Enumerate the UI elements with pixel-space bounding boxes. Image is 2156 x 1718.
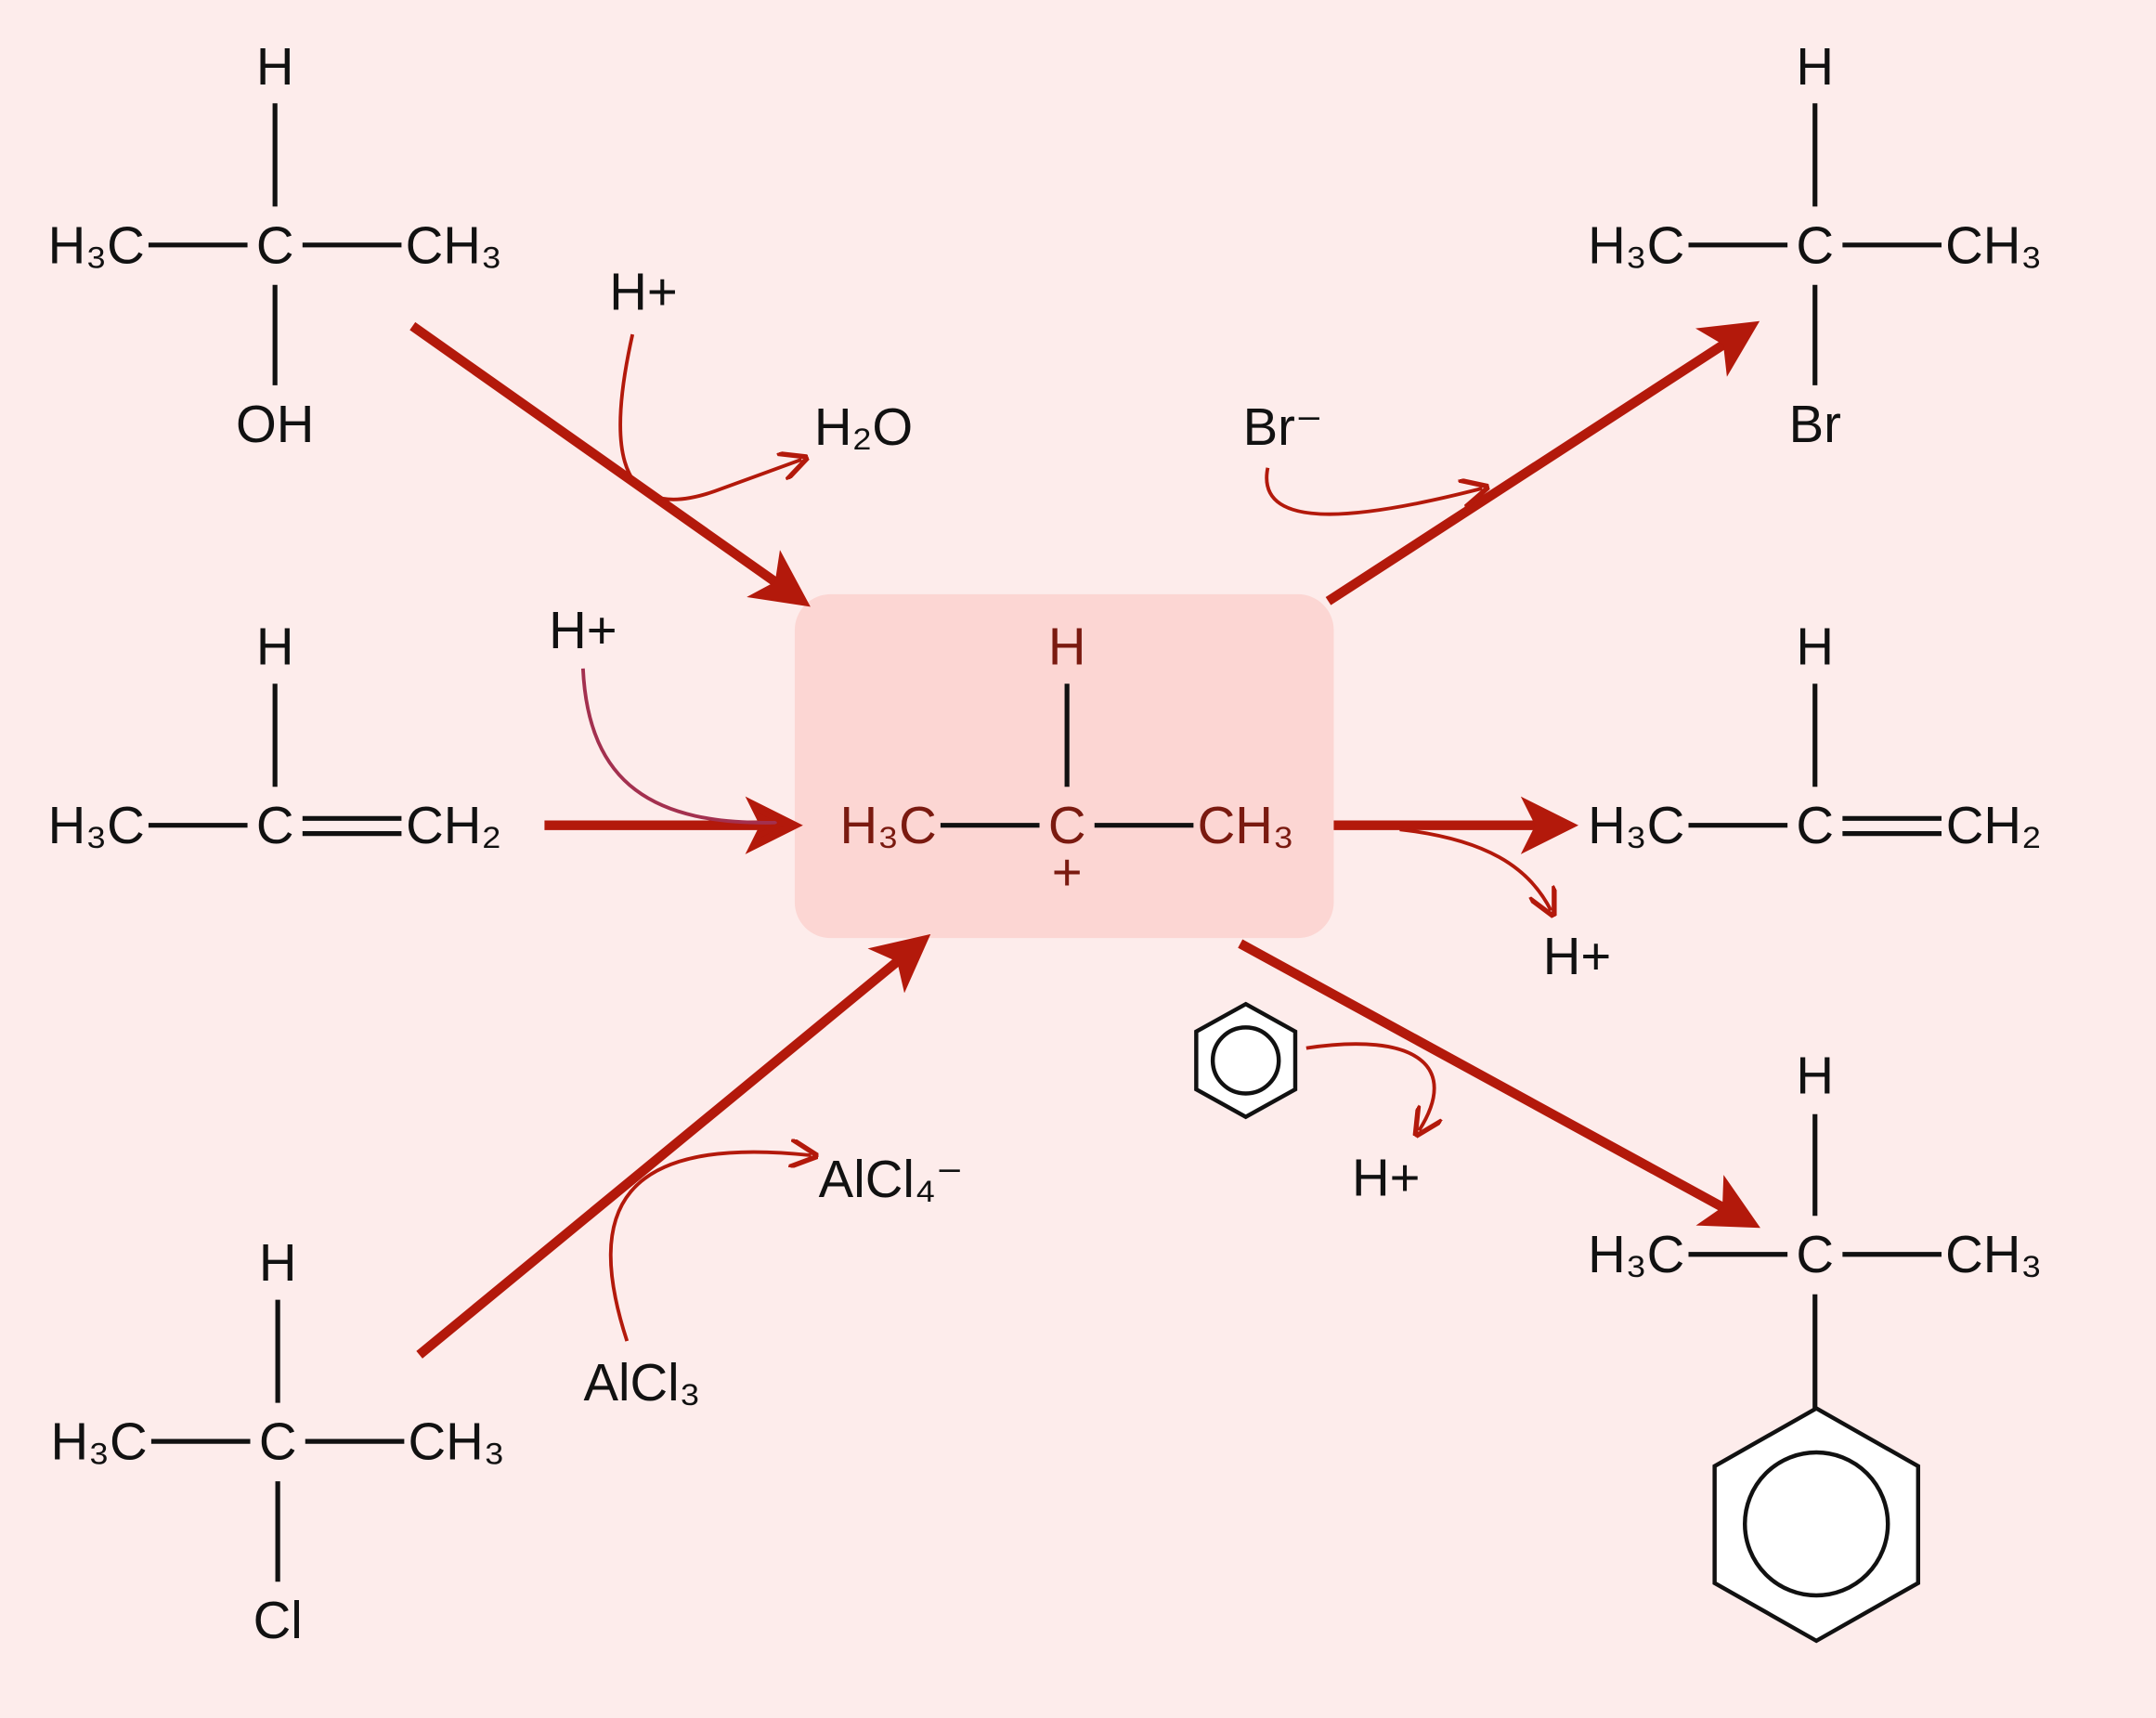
atom-h: H bbox=[259, 1233, 297, 1292]
carbocation-box bbox=[794, 593, 1334, 939]
group-bottom: Cl bbox=[253, 1591, 303, 1649]
group-right: CH₃ bbox=[1945, 1225, 2042, 1283]
molecule-chloropropane: H H₃C C CH₃ Cl bbox=[51, 1233, 505, 1649]
atom-c: C bbox=[259, 1412, 297, 1471]
group-bottom: OH bbox=[236, 395, 314, 453]
positive-charge: + bbox=[1052, 843, 1083, 902]
molecule-propene-reactant: H H₃C C CH₂ bbox=[48, 618, 502, 855]
molecule-propene-product: H H₃C C CH₂ bbox=[1588, 618, 2042, 855]
group-left: H₃C bbox=[51, 1412, 148, 1471]
molecule-carbocation: H H₃C C CH₃ + bbox=[840, 618, 1294, 902]
atom-c: C bbox=[1796, 215, 1834, 274]
group-right: CH₂ bbox=[406, 796, 501, 854]
group-left: H₃C bbox=[840, 796, 937, 854]
group-left: H₃C bbox=[48, 796, 145, 854]
label-water: H₂O bbox=[814, 397, 913, 456]
curved-arrow-alcl3 bbox=[608, 1152, 812, 1342]
atom-c: C bbox=[1796, 1225, 1834, 1283]
label-alcl4: AlCl₄⁻ bbox=[819, 1150, 964, 1208]
curved-arrow-protonation bbox=[580, 668, 777, 823]
atom-c: C bbox=[256, 215, 294, 274]
curved-arrow-proton-loss bbox=[1399, 827, 1552, 910]
label-bromide: Br⁻ bbox=[1243, 397, 1323, 456]
group-left: H₃C bbox=[1588, 796, 1684, 854]
atom-h: H bbox=[256, 37, 294, 96]
arrow-chloride-to-cation bbox=[416, 933, 931, 1359]
molecule-bromopropane: H H₃C C CH₃ Br bbox=[1588, 37, 2042, 453]
molecule-isopropanol: H H₃C C CH₃ OH bbox=[48, 37, 502, 453]
atom-c: C bbox=[256, 796, 294, 854]
arrow-alcohol-to-cation bbox=[409, 321, 811, 607]
atom-h: H bbox=[256, 618, 294, 676]
label-h-plus: H+ bbox=[1543, 927, 1612, 985]
group-left: H₃C bbox=[1588, 215, 1684, 274]
atom-c: C bbox=[1796, 796, 1834, 854]
group-right: CH₃ bbox=[406, 215, 502, 274]
curved-arrow-benzene bbox=[1305, 1042, 1435, 1130]
reagent-labels: H+ H₂O Br⁻ H+ AlCl₄⁻ AlCl₃ H+ H+ bbox=[549, 263, 1611, 1412]
group-right: CH₃ bbox=[409, 1412, 505, 1471]
group-bottom: Br bbox=[1789, 395, 1841, 453]
group-right: CH₃ bbox=[1945, 215, 2042, 274]
label-h-plus: H+ bbox=[1352, 1148, 1420, 1206]
curved-arrows bbox=[580, 333, 1552, 1342]
label-h-plus: H+ bbox=[609, 263, 677, 321]
benzene-reagent bbox=[1194, 1001, 1298, 1120]
group-right: CH₂ bbox=[1946, 796, 2042, 854]
group-right: CH₃ bbox=[1198, 796, 1294, 854]
arrow-cation-to-bromide bbox=[1325, 320, 1760, 605]
atom-h: H bbox=[1796, 37, 1834, 96]
label-alcl3: AlCl₃ bbox=[584, 1353, 701, 1412]
atom-c: C bbox=[1048, 796, 1086, 854]
group-left: H₃C bbox=[1588, 1225, 1684, 1283]
atom-h: H bbox=[1048, 618, 1086, 676]
reaction-arrows bbox=[409, 320, 1760, 1359]
group-left: H₃C bbox=[48, 215, 145, 274]
label-h-plus: H+ bbox=[549, 601, 617, 659]
molecule-cumene: H H₃C C CH₃ bbox=[1588, 1047, 2042, 1644]
curved-arrow-bromide bbox=[1265, 467, 1482, 516]
arrow-cation-to-cumene bbox=[1238, 939, 1760, 1229]
atom-h: H bbox=[1796, 1047, 1834, 1105]
curved-arrow-water-loss bbox=[618, 333, 801, 501]
aromatic-circle bbox=[1210, 1025, 1281, 1096]
aromatic-circle bbox=[1742, 1450, 1890, 1598]
atom-h: H bbox=[1796, 618, 1834, 676]
